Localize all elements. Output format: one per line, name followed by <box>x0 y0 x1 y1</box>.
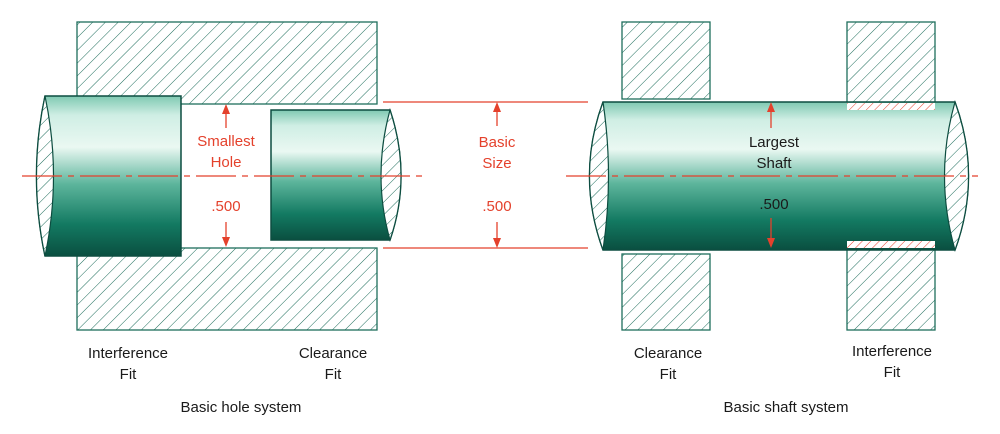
largest-shaft-label-1: Largest <box>749 134 800 151</box>
clearance-housing-bottom <box>621 253 711 331</box>
right-interference-label-1: Interference <box>852 343 932 360</box>
clearance-shaft <box>270 107 402 243</box>
left-clearance-label-2: Fit <box>325 366 342 383</box>
lower-housing <box>76 247 378 331</box>
shaft-interference-overlap-bottom <box>847 241 935 248</box>
largest-shaft-dimension <box>767 102 775 248</box>
right-clearance-label-2: Fit <box>660 366 677 383</box>
basic-size-label-1: Basic <box>479 134 516 151</box>
basic-size-dimension: Basic Size .500 <box>383 101 588 249</box>
upper-housing <box>76 21 378 105</box>
left-clearance-label-1: Clearance <box>299 345 367 362</box>
smallest-hole-value: .500 <box>211 198 240 215</box>
smallest-hole-dimension <box>222 104 230 247</box>
smallest-hole-label-1: Smallest <box>197 133 255 150</box>
basic-size-label-2: Size <box>482 155 511 172</box>
left-interference-label-1: Interference <box>88 345 168 362</box>
clearance-housing-top <box>621 21 711 100</box>
largest-shaft-value: .500 <box>759 196 788 213</box>
right-clearance-label-1: Clearance <box>634 345 702 362</box>
interference-housing-top <box>846 21 936 111</box>
interference-housing-bottom <box>846 240 936 331</box>
right-interference-label-2: Fit <box>884 364 901 381</box>
smallest-hole-label-2: Hole <box>211 154 242 171</box>
left-interference-label-2: Fit <box>120 366 137 383</box>
basic-hole-system: Smallest Hole .500 Interference Fit Clea… <box>22 21 428 416</box>
basic-shaft-caption: Basic shaft system <box>723 399 848 416</box>
largest-shaft-label-2: Shaft <box>756 155 792 172</box>
basic-shaft-system: Largest Shaft .500 Clearance Fit Interfe… <box>566 21 978 416</box>
basic-hole-caption: Basic hole system <box>181 399 302 416</box>
basic-size-value: .500 <box>482 198 511 215</box>
shaft-interference-overlap-top <box>847 103 935 110</box>
